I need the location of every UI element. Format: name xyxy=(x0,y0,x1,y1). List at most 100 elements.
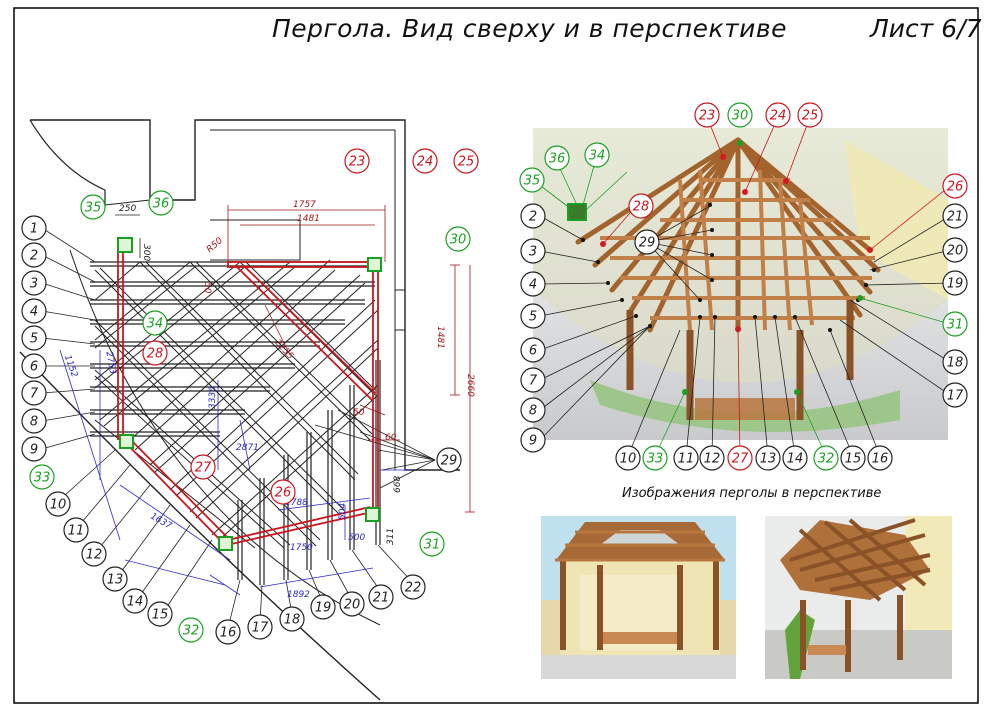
perspective-posts xyxy=(626,300,854,420)
persp-callouts-circle-2 xyxy=(520,203,546,229)
perspective-joists xyxy=(600,169,875,331)
persp-callouts-label-14: 14 xyxy=(787,452,804,467)
plan-callouts-circle-34 xyxy=(142,310,168,336)
plan-callouts-label-14: 14 xyxy=(127,595,144,610)
plan-view xyxy=(19,119,475,701)
persp-callouts-label-11: 11 xyxy=(678,452,695,467)
plan-callouts-circle-2 xyxy=(21,242,47,268)
plan-callouts-circle-3 xyxy=(21,270,47,296)
plan-callouts-label-26: 26 xyxy=(275,486,292,501)
dim-1757: 1757 xyxy=(293,200,316,210)
render-front xyxy=(541,516,736,679)
plan-callouts-label-17: 17 xyxy=(252,621,269,636)
persp-callouts-label-23: 23 xyxy=(699,109,716,124)
persp-callouts-circle-13 xyxy=(755,445,781,471)
dim-50b: 50 xyxy=(202,282,212,294)
persp-callouts-circle-8 xyxy=(520,397,546,423)
plan-callouts-label-22: 22 xyxy=(405,581,422,596)
persp-callouts-label-8: 8 xyxy=(529,404,537,419)
plan-green-posts xyxy=(117,237,382,551)
plan-callouts-circle-20 xyxy=(339,591,365,617)
plan-callouts-label-4: 4 xyxy=(30,305,38,320)
plan-callouts-circle-28 xyxy=(142,340,168,366)
plan-callouts-circle-36 xyxy=(148,190,174,216)
persp-callouts-label-4: 4 xyxy=(529,278,537,293)
plan-callouts-circle-6 xyxy=(21,353,47,379)
plan-callouts-circle-19 xyxy=(310,594,336,620)
persp-callouts-label-25: 25 xyxy=(802,109,819,124)
dim-1481-right: 1481 xyxy=(435,326,445,349)
persp-callouts-circle-33 xyxy=(642,445,668,471)
plan-callouts-circle-12 xyxy=(81,541,107,567)
persp-callouts-label-32: 32 xyxy=(818,452,835,467)
dim-1637: 1637 xyxy=(148,512,173,532)
plan-callouts-label-10: 10 xyxy=(50,498,67,513)
plan-callouts-label-19: 19 xyxy=(315,601,332,616)
persp-callouts-label-27: 27 xyxy=(732,452,749,467)
plan-callouts-label-24: 24 xyxy=(417,155,434,170)
sheet-frame xyxy=(13,7,979,704)
dim-1481-top: 1481 xyxy=(297,214,320,224)
persp-callouts-label-30: 30 xyxy=(732,109,749,124)
persp-callouts-circle-7 xyxy=(520,367,546,393)
plan-callouts-label-15: 15 xyxy=(152,608,169,623)
plan-callouts-circle-22 xyxy=(400,574,426,600)
persp-callouts-label-34: 34 xyxy=(589,149,606,164)
dim-1788: 1788 xyxy=(285,498,308,508)
dim-1892: 1892 xyxy=(287,590,310,600)
persp-callouts-circle-31 xyxy=(942,311,968,337)
plan-callouts-circle-29 xyxy=(436,447,462,473)
persp-callouts-circle-17 xyxy=(942,382,968,408)
persp-callouts-circle-12 xyxy=(699,445,725,471)
persp-callouts-label-3: 3 xyxy=(529,245,537,260)
plan-callouts-circle-13 xyxy=(102,566,128,592)
plan-callouts-circle-27 xyxy=(190,454,216,480)
persp-callouts-circle-15 xyxy=(840,445,866,471)
persp-callouts-circle-25 xyxy=(797,102,823,128)
plan-callouts-label-23: 23 xyxy=(349,155,366,170)
plan-callouts-label-7: 7 xyxy=(30,387,39,402)
persp-callouts-circle-10 xyxy=(615,445,641,471)
plan-callouts-label-27: 27 xyxy=(195,461,212,476)
plan-callouts-label-35: 35 xyxy=(85,201,102,216)
persp-callouts-circle-35 xyxy=(519,167,545,193)
persp-callouts-label-26: 26 xyxy=(947,180,964,195)
dim-2660: 2660 xyxy=(465,374,475,397)
dim-50: 50 xyxy=(353,408,365,418)
plan-callouts-circle-21 xyxy=(368,584,394,610)
persp-callouts-label-13: 13 xyxy=(760,452,777,467)
plan-callouts-label-29: 29 xyxy=(441,454,458,469)
plan-callouts-label-28: 28 xyxy=(147,347,164,362)
persp-callouts-label-7: 7 xyxy=(529,374,538,389)
persp-callouts-circle-4 xyxy=(520,271,546,297)
plan-dimension-texts: 250 300 1757 1481 1481 2660 R50 50 60 22… xyxy=(62,200,475,600)
persp-callouts-circle-16 xyxy=(867,445,893,471)
persp-callouts-label-21: 21 xyxy=(947,210,964,225)
persp-callouts-circle-21 xyxy=(942,203,968,229)
plan-callouts-circle-23 xyxy=(344,148,370,174)
plan-dimension-post-detail xyxy=(115,214,141,258)
plan-callouts-label-5: 5 xyxy=(30,332,38,347)
plan-callouts-label-6: 6 xyxy=(30,360,38,375)
plan-dimension-lines-red xyxy=(227,205,475,513)
plan-callouts-label-18: 18 xyxy=(284,613,301,628)
plan-callouts-label-2: 2 xyxy=(30,249,38,264)
persp-callouts-label-33: 33 xyxy=(647,452,664,467)
persp-callouts-label-29: 29 xyxy=(639,236,656,251)
persp-callouts-circle-32 xyxy=(813,445,839,471)
persp-callouts-label-19: 19 xyxy=(947,277,964,292)
persp-callouts-circle-24 xyxy=(765,102,791,128)
persp-callouts-label-2: 2 xyxy=(529,210,537,225)
persp-callouts-label-36: 36 xyxy=(549,152,566,167)
persp-callouts-circle-11 xyxy=(673,445,699,471)
plan-callouts-circle-33 xyxy=(29,464,55,490)
dim-1152: 1152 xyxy=(62,354,79,379)
perspective-top-view xyxy=(532,116,951,457)
plan-callouts-circle-35 xyxy=(80,194,106,220)
persp-callouts-circle-18 xyxy=(942,349,968,375)
dim-668: 668 xyxy=(393,476,403,493)
persp-callouts-circle-9 xyxy=(520,427,546,453)
